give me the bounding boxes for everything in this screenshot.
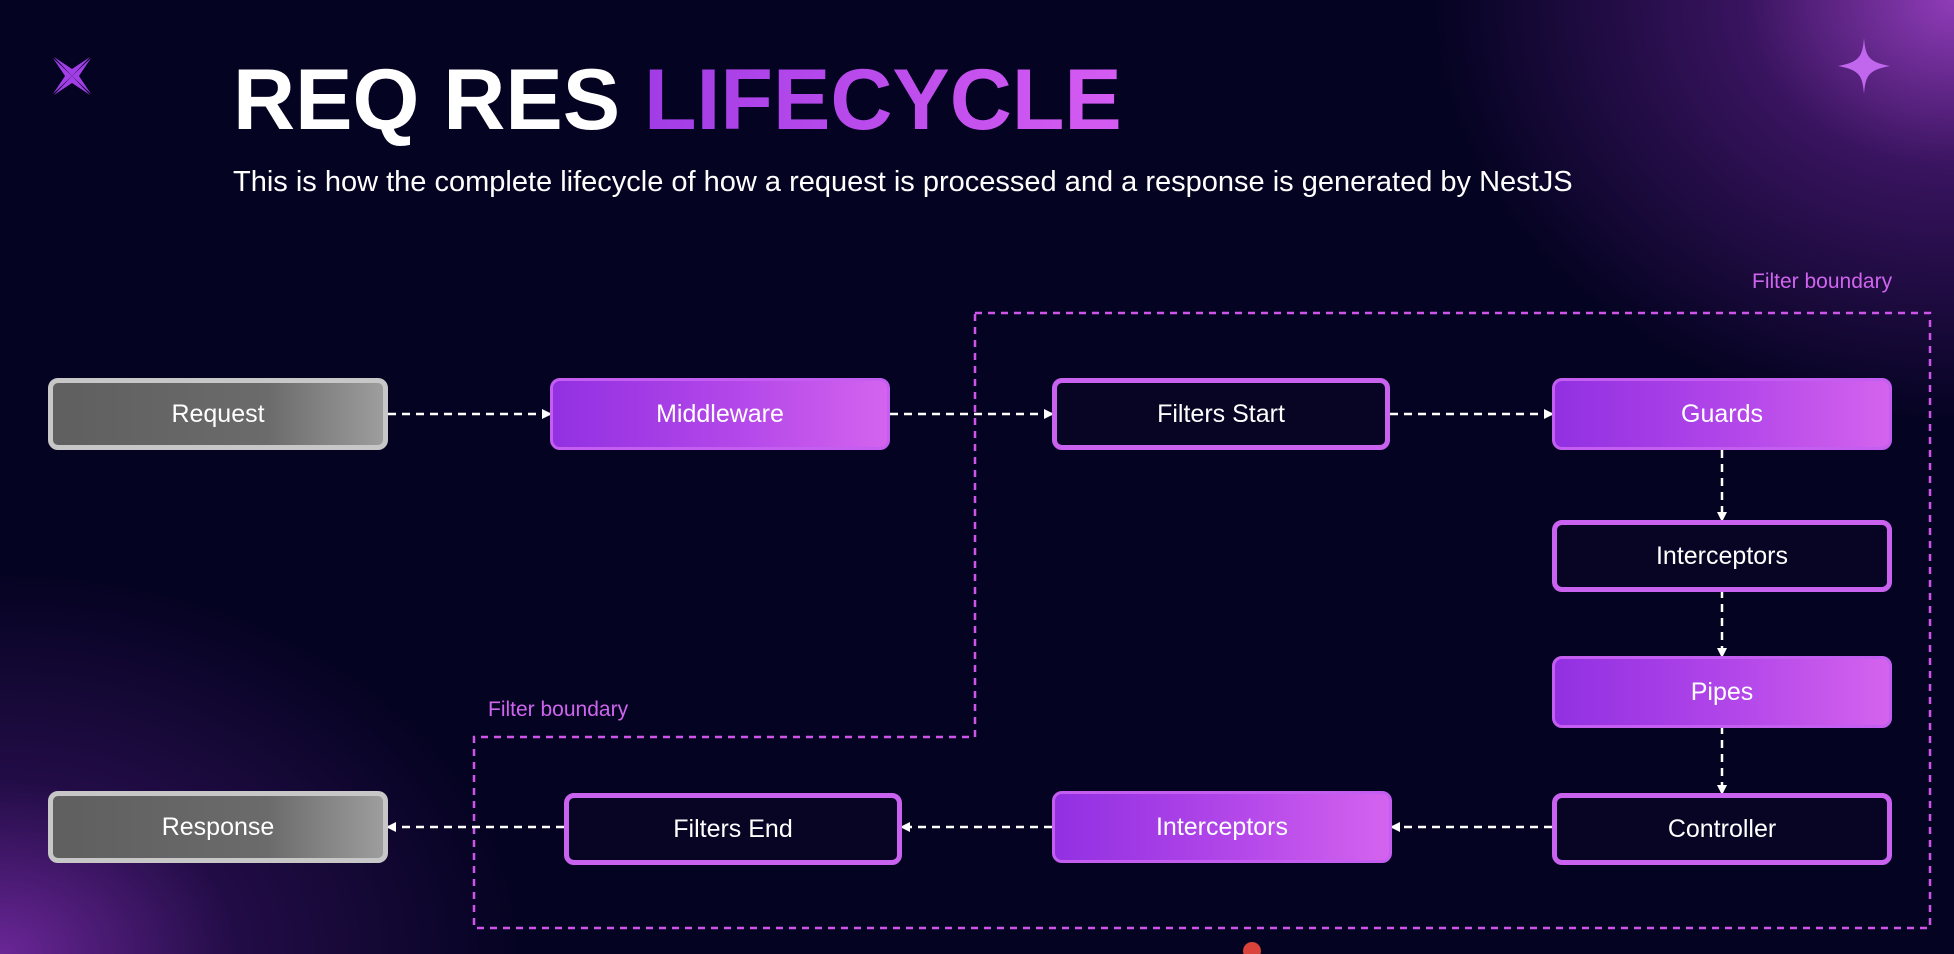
node-request: Request [48,378,388,450]
filter-boundary-outline [472,311,1932,930]
node-response: Response [48,791,388,863]
node-pipes: Pipes [1552,656,1892,728]
page-subtitle: This is how the complete lifecycle of ho… [233,166,1573,198]
node-controller: Controller [1552,793,1892,865]
filter-boundary-label-bottom: Filter boundary [488,698,629,721]
filter-boundary-label-top: Filter boundary [1752,270,1893,293]
node-interceptors-out: Interceptors [1052,791,1392,863]
node-interceptors-in: Interceptors [1552,520,1892,592]
node-filters-start: Filters Start [1052,378,1390,450]
node-middleware: Middleware [550,378,890,450]
four-point-star-icon [1838,38,1890,94]
node-filters-end: Filters End [564,793,902,865]
page-title: REQ RES LIFECYCLE [233,50,1122,150]
x-star-icon [53,57,91,95]
cursor-dot [1243,942,1261,954]
title-purple-part: LIFECYCLE [644,52,1122,148]
node-guards: Guards [1552,378,1892,450]
title-white-part: REQ RES [233,52,621,148]
